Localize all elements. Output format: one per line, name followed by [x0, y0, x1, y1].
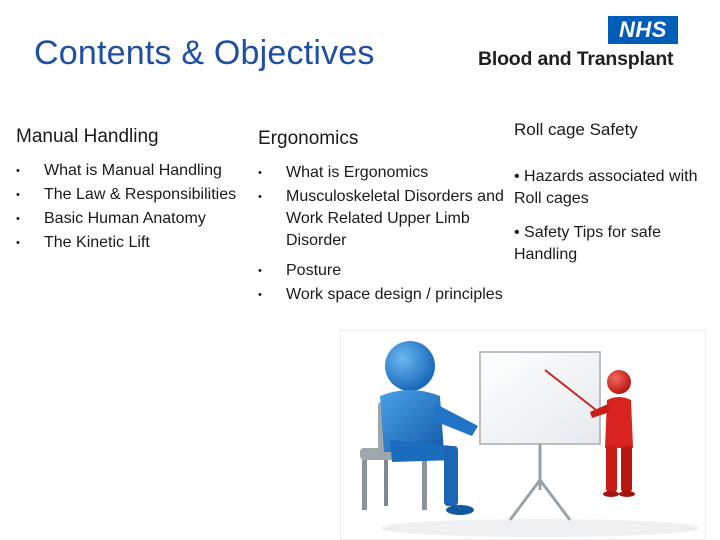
list-item: •The Kinetic Lift	[16, 232, 256, 254]
nhs-logo-badge: NHS	[608, 16, 678, 44]
ergonomics-list: •What is Ergonomics •Musculoskeletal Dis…	[258, 162, 508, 306]
roll-cage-hazards-text: • Hazards associated with Roll cages	[514, 168, 698, 207]
list-item: •What is Ergonomics	[258, 162, 508, 184]
list-item: •Work space design / principles	[258, 284, 508, 306]
roll-cage-tips-text: • Safety Tips for safe Handling	[514, 224, 661, 263]
list-item: •Musculoskeletal Disorders and Work Rela…	[258, 188, 504, 249]
presentation-illustration	[340, 330, 706, 540]
presenter-figure-icon	[544, 369, 635, 497]
bullet-icon: •	[16, 165, 20, 177]
floor-shadow	[380, 519, 700, 537]
ergonomics-heading: Ergonomics	[258, 128, 359, 149]
manual-handling-heading: Manual Handling	[16, 126, 159, 147]
bullet-icon: •	[258, 167, 262, 179]
manual-handling-list: •What is Manual Handling •The Law & Resp…	[16, 160, 256, 254]
bullet-icon: •	[16, 189, 20, 201]
list-item: •Basic Human Anatomy	[16, 208, 256, 230]
nhs-blood-and-transplant-logo: NHS Blood and Transplant	[478, 16, 700, 72]
bullet-icon: •	[258, 289, 262, 301]
manual-handling-column: Manual Handling •What is Manual Handling…	[16, 126, 256, 256]
page-title: Contents & Objectives	[34, 34, 375, 72]
list-item: •Posture	[258, 260, 508, 282]
roll-cage-safety-heading: Roll cage Safety	[514, 120, 638, 139]
roll-cage-safety-column: Roll cage Safety • Hazards associated wi…	[514, 120, 714, 266]
list-item: •The Law & Responsibilities	[16, 184, 256, 206]
list-item: •What is Manual Handling	[16, 160, 256, 182]
bullet-icon: •	[258, 265, 262, 277]
bullet-icon: •	[16, 213, 20, 225]
seated-figure-icon	[360, 341, 478, 515]
bullet-icon: •	[258, 191, 262, 203]
ergonomics-column: Ergonomics •What is Ergonomics •Musculos…	[258, 128, 508, 308]
bullet-icon: •	[16, 237, 20, 249]
logo-organisation-name: Blood and Transplant	[478, 48, 674, 70]
